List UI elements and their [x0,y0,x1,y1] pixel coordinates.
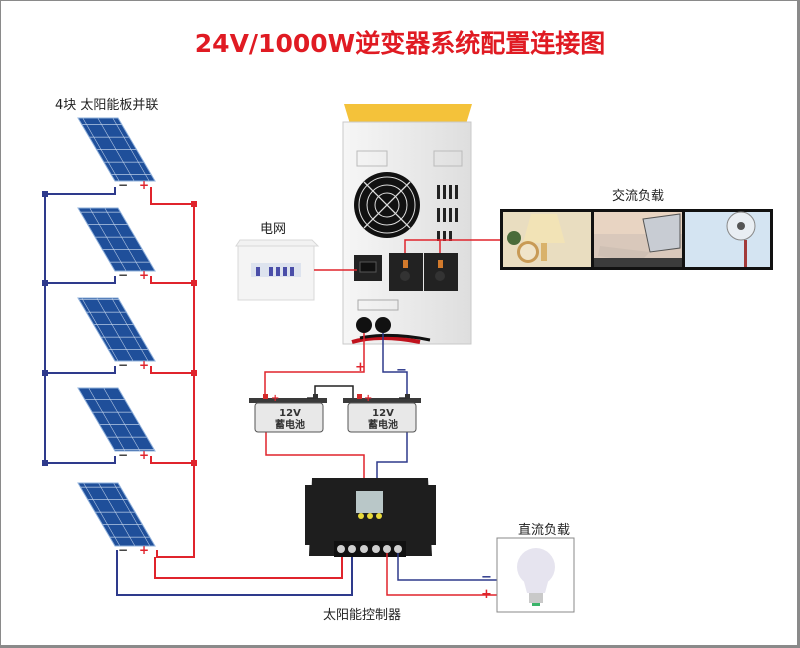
grid-distribution-box [235,239,320,301]
inverter-positive-sign: + [355,360,366,375]
solar-panel [77,207,156,272]
solar-panel [77,117,156,182]
page-title: 24V/1000W逆变器系统配置连接图 [194,29,606,58]
fan-icon [354,172,420,238]
panel-negative-sign: − [118,178,128,192]
bus-junctions [42,191,197,466]
table-lamp-image [503,212,591,267]
battery-1 [249,394,327,433]
battery-1-voltage: 12V [279,408,301,419]
solar-panels-label: 4块 太阳能板并联 [55,98,159,113]
panel-positive-sign: + [139,358,149,372]
solar-panel [77,297,156,362]
laptop-image [594,212,682,267]
solar-panel [77,482,156,547]
panel-negative-sign: − [118,448,128,462]
svg-text:−: − [306,393,314,404]
panel-positive-sign: + [139,448,149,462]
ac-load-label: 交流负载 [612,189,665,204]
panel-positive-sign: + [139,178,149,192]
dc-load-bulb [496,537,575,613]
panel-positive-sign: + [139,543,149,557]
panel-positive-sign: + [139,268,149,282]
battery-1-name: 蓄电池 [275,418,305,431]
electric-fan-image [685,211,770,267]
svg-text:−: − [398,393,406,404]
inverter-negative-sign: − [396,363,407,378]
dc-load-negative-sign: − [481,570,492,585]
dc-load-positive-sign: + [481,587,492,602]
solar-panel [77,387,156,452]
panel-negative-sign: − [118,543,128,557]
ac-load-images [500,209,773,270]
svg-text:+: + [271,393,279,404]
battery-2-name: 蓄电池 [368,418,398,431]
grid-label: 电网 [260,222,287,237]
dc-load-label: 直流负载 [518,523,571,538]
battery-2-voltage: 12V [372,408,394,419]
panel-negative-sign: − [118,268,128,282]
solar-charge-controller [305,478,436,557]
controller-label: 太阳能控制器 [323,608,402,623]
battery-2 [343,394,421,433]
svg-text:+: + [364,393,372,404]
panel-negative-sign: − [118,358,128,372]
inverter [342,104,472,345]
